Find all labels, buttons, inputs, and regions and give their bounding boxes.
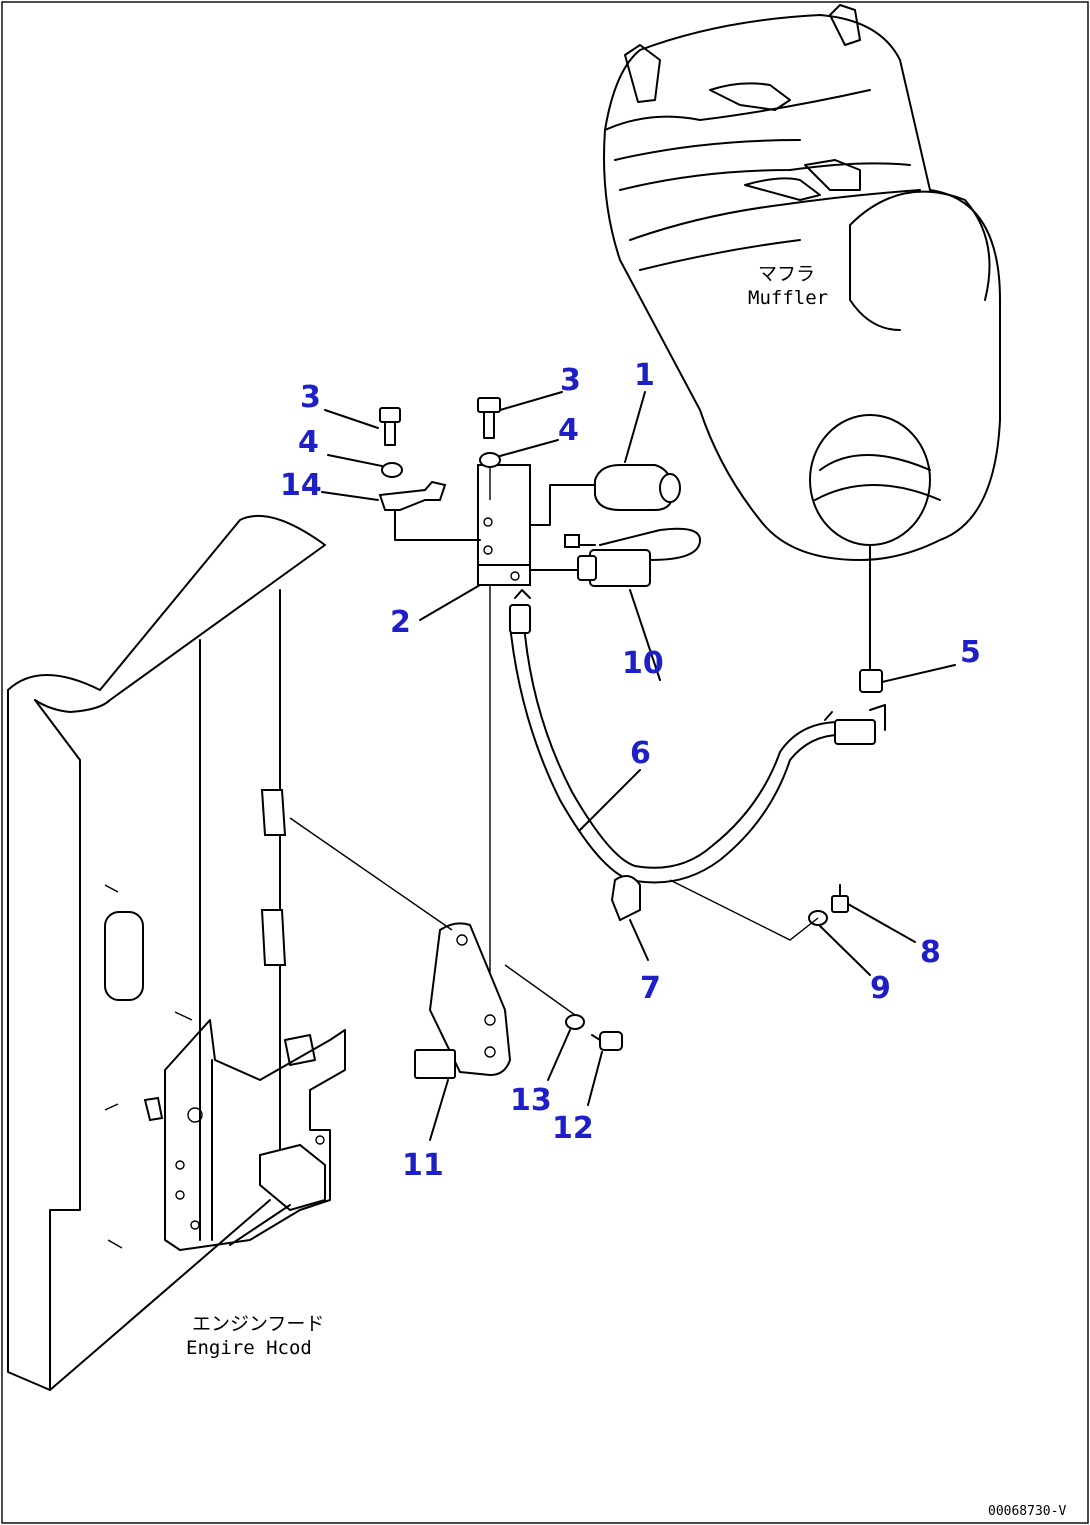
- bolt-part-3-right: [477, 391, 563, 439]
- callout-14: 14: [280, 468, 322, 503]
- relay-part-10: [529, 527, 701, 681]
- hood-label-en: Engire Hcod: [186, 1337, 312, 1359]
- callout-4-left: 4: [298, 425, 319, 460]
- plug-part-5: [859, 664, 956, 693]
- callout-3-left: 3: [300, 380, 321, 415]
- bracket-part-2: [419, 464, 531, 1020]
- leader-6: [579, 769, 641, 831]
- clamp-part-7: [610, 875, 649, 961]
- sensor-part-1: [529, 391, 681, 526]
- bolt-line-hose: [669, 879, 819, 941]
- callout-1: 1: [634, 358, 655, 393]
- washer-part-9: [808, 910, 871, 976]
- muffler-label-jp: マフラ: [758, 263, 815, 285]
- muffler-label-en: Muffler: [748, 287, 828, 309]
- bolt-part-3-left: [324, 407, 401, 446]
- bolt-part-12: [587, 1031, 623, 1106]
- muffler: [603, 4, 1001, 671]
- callout-9: 9: [870, 971, 891, 1006]
- callout-12: 12: [552, 1111, 594, 1146]
- callout-2: 2: [390, 605, 411, 640]
- washer-part-4-left: [327, 454, 403, 478]
- washer-part-4-right: [479, 439, 559, 500]
- washer-part-13: [547, 1014, 585, 1081]
- terminal-part-14: [321, 480, 481, 541]
- hood-label-jp: エンジンフード: [192, 1313, 324, 1335]
- bolt-part-8: [831, 884, 916, 943]
- callout-6: 6: [630, 736, 651, 771]
- hose-part-6: [509, 589, 886, 884]
- callout-8: 8: [920, 935, 941, 970]
- callout-4-right: 4: [558, 413, 579, 448]
- callout-13: 13: [510, 1083, 552, 1118]
- callout-5: 5: [960, 635, 981, 670]
- bracket-part-11: [289, 817, 576, 1141]
- drawing-number: 00068730-V: [988, 1504, 1066, 1519]
- callout-7: 7: [640, 971, 661, 1006]
- callout-11: 11: [402, 1148, 444, 1183]
- callout-10: 10: [622, 646, 664, 681]
- callout-3-right: 3: [560, 363, 581, 398]
- engine-hood: [7, 514, 346, 1391]
